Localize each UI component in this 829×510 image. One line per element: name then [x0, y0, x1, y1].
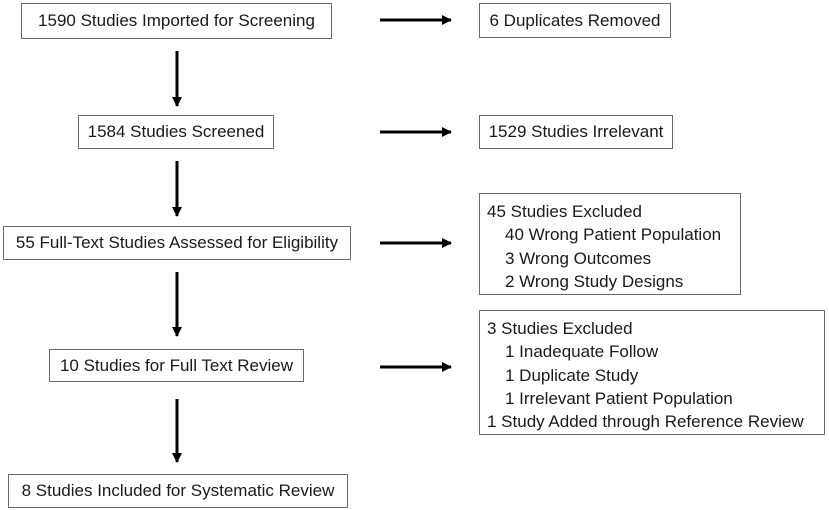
full-text-review-text: 10 Studies for Full Text Review: [59, 355, 294, 375]
included-text: 8 Studies Included for Systematic Review: [21, 481, 335, 500]
full-text-review-box: 10 Studies for Full Text Review: [49, 349, 304, 382]
exclusion-box-1: 45 Studies Excluded 40 Wrong Patient Pop…: [479, 193, 741, 295]
screened-box: 1584 Studies Screened: [78, 115, 274, 149]
exclusion-1-item: 2 Wrong Study Designs: [505, 271, 684, 291]
duplicates-removed-text: 6 Duplicates Removed: [489, 10, 661, 30]
exclusion-2-item: 1 Inadequate Follow: [505, 342, 659, 362]
irrelevant-box: 1529 Studies Irrelevant: [479, 115, 673, 149]
imported-text: 1590 Studies Imported for Screening: [38, 11, 315, 30]
screened-text: 1584 Studies Screened: [87, 122, 265, 141]
exclusion-1-header: 45 Studies Excluded: [487, 202, 642, 221]
exclusion-1-item: 40 Wrong Patient Population: [505, 225, 722, 245]
irrelevant-text: 1529 Studies Irrelevant: [488, 122, 664, 141]
full-text-assessed-text: 55 Full-Text Studies Assessed for Eligib…: [15, 233, 339, 252]
duplicates-removed-box: 6 Duplicates Removed: [479, 3, 671, 38]
included-box: 8 Studies Included for Systematic Review: [8, 474, 348, 508]
exclusion-2-item: 1 Duplicate Study: [505, 365, 639, 385]
full-text-assessed-box: 55 Full-Text Studies Assessed for Eligib…: [3, 226, 351, 260]
imported-box: 1590 Studies Imported for Screening: [21, 3, 332, 39]
exclusion-2-header: 3 Studies Excluded: [487, 319, 633, 338]
exclusion-2-item: 1 Irrelevant Patient Population: [505, 388, 733, 408]
exclusion-box-2: 3 Studies Excluded 1 Inadequate Follow 1…: [479, 310, 825, 435]
exclusion-2-footer: 1 Study Added through Reference Review: [487, 412, 804, 432]
exclusion-1-item: 3 Wrong Outcomes: [505, 248, 652, 268]
